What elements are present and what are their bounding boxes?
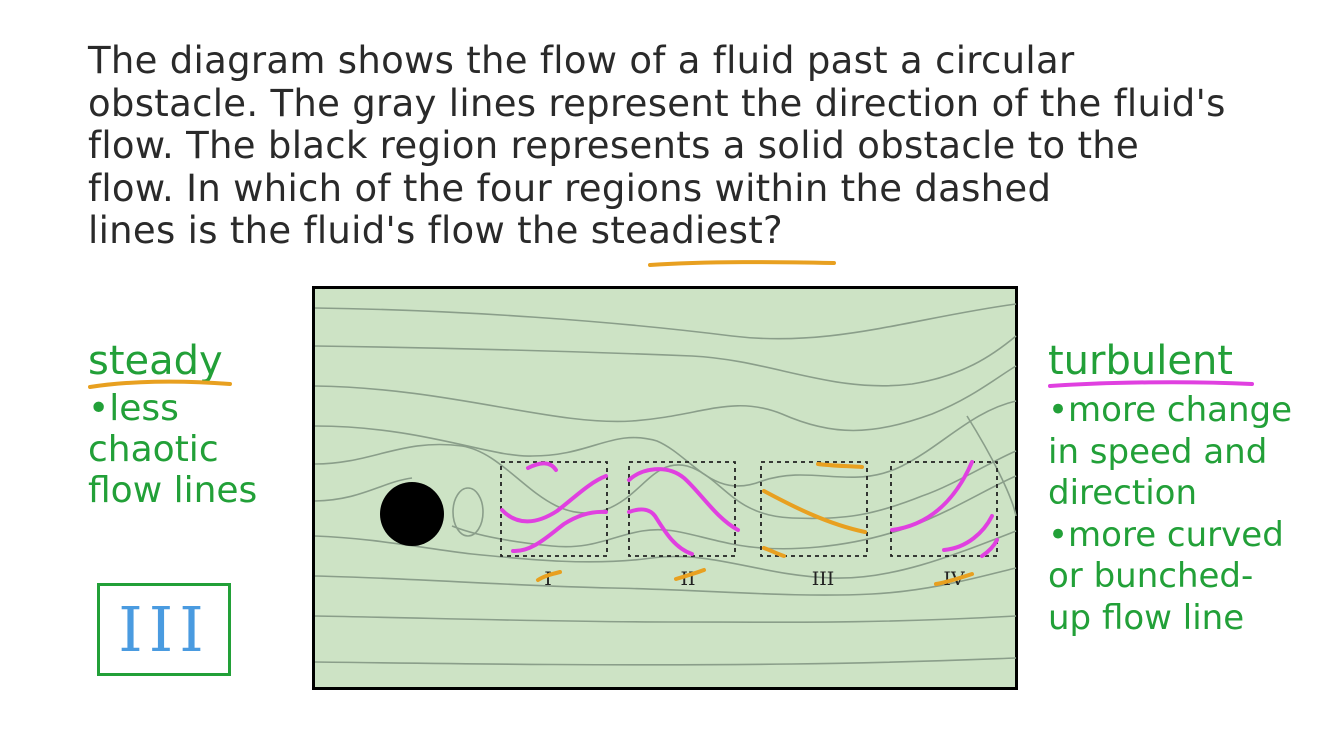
- turbulent-underline: [1048, 380, 1254, 388]
- orange-stroke: [674, 568, 706, 581]
- question-line: obstacle. The gray lines represent the d…: [88, 81, 1226, 125]
- magenta-annotations: [500, 460, 999, 558]
- note-line: direction: [1048, 473, 1197, 513]
- answer-box: III: [97, 583, 231, 676]
- orange-annotations: [536, 462, 974, 586]
- magenta-stroke: [627, 467, 740, 532]
- flow-line: [314, 567, 1017, 596]
- question-line-text: lines is the fluid's flow the: [88, 209, 591, 252]
- flow-line: [314, 365, 1017, 432]
- region-box-ii: [628, 461, 736, 557]
- note-line: or bunched-: [1048, 556, 1254, 596]
- flow-line: [314, 335, 1017, 387]
- note-line: in speed and: [1048, 431, 1268, 472]
- turbulent-notes-block: turbulent •more change in speed and dire…: [1048, 338, 1292, 639]
- steady-title: steady: [88, 338, 223, 384]
- flow-line: [314, 530, 1017, 579]
- steady-underline: [88, 379, 232, 389]
- magenta-stroke: [980, 538, 999, 558]
- flow-line: [314, 615, 1017, 624]
- emphasis-word: steadiest: [590, 209, 764, 252]
- flow-diagram: I II III IV: [312, 286, 1018, 690]
- note-line: •less: [88, 388, 179, 429]
- note-line: •more change: [1048, 390, 1293, 430]
- note-line: flow lines: [88, 470, 258, 511]
- region-box-iv: [890, 461, 998, 557]
- question-line: flow. The black region represents a soli…: [88, 124, 1140, 167]
- flow-line: [314, 303, 1017, 340]
- orange-stroke: [762, 489, 867, 534]
- flow-line: [314, 657, 1017, 666]
- region-label-iii: III: [812, 568, 835, 590]
- emphasis-underline: [648, 260, 836, 267]
- question-text: The diagram shows the flow of a fluid pa…: [88, 39, 1278, 253]
- flow-line: [314, 477, 413, 502]
- flow-line: [966, 415, 1017, 517]
- region-box-iii: [760, 461, 868, 557]
- question-line: flow. In which of the four regions withi…: [88, 166, 1052, 210]
- region-label-i: I: [544, 568, 552, 590]
- orange-stroke: [816, 462, 864, 469]
- magenta-stroke: [627, 507, 694, 556]
- turbulent-title: turbulent: [1048, 338, 1233, 384]
- note-line: up flow line: [1048, 597, 1245, 638]
- steady-notes-block: steady •less chaotic flow lines: [88, 338, 257, 511]
- circular-obstacle: [380, 482, 444, 546]
- question-mark: ?: [763, 209, 783, 252]
- magenta-stroke: [511, 509, 608, 554]
- magenta-stroke: [942, 514, 994, 552]
- note-line: •more curved: [1048, 514, 1284, 555]
- orange-stroke: [934, 572, 974, 586]
- turbulent-notes: •more change in speed and direction •mor…: [1048, 390, 1292, 639]
- answer-text: III: [118, 593, 210, 666]
- question-line: The diagram shows the flow of a fluid pa…: [88, 39, 1075, 82]
- orange-stroke: [536, 570, 562, 582]
- magenta-stroke: [890, 460, 974, 532]
- note-line: chaotic: [88, 429, 219, 470]
- orange-stroke: [762, 546, 786, 558]
- steady-notes: •less chaotic flow lines: [88, 388, 257, 511]
- magenta-stroke: [500, 474, 608, 524]
- flow-line: [314, 443, 1017, 520]
- magenta-stroke: [526, 461, 558, 472]
- wake-eddy: [452, 487, 484, 537]
- question-line: lines is the fluid's flow the steadiest?: [88, 209, 1278, 253]
